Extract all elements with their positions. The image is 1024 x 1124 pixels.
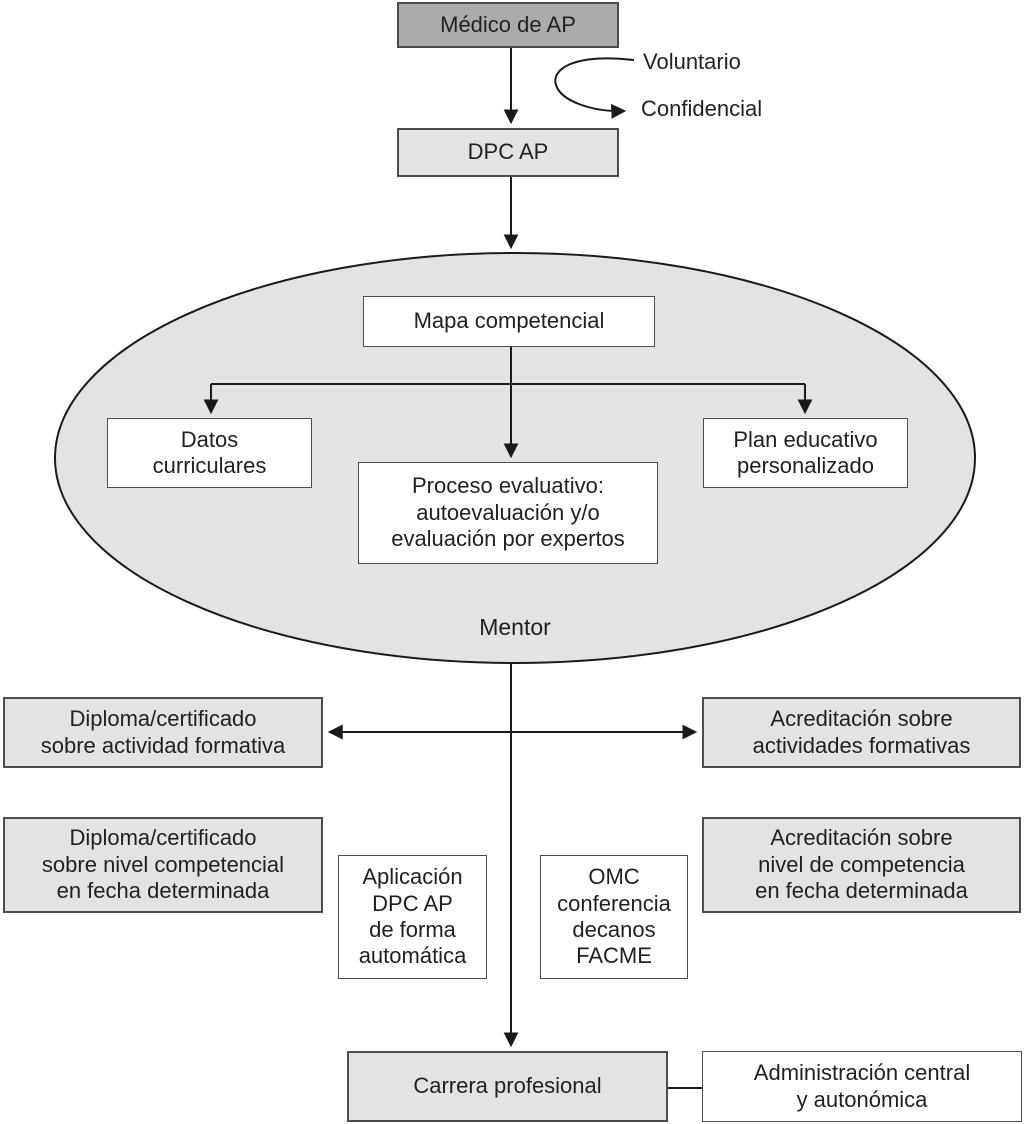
node-administracion: Administración central y autonómica xyxy=(702,1051,1022,1122)
node-omc-facme: OMC conferencia decanos FACME xyxy=(540,855,688,979)
arrow-voluntario-confidencial-curve xyxy=(554,57,635,119)
node-diploma-nivel: Diploma/certificado sobre nivel competen… xyxy=(3,817,323,913)
node-plan-educativo: Plan educativo personalizado xyxy=(703,418,908,488)
node-proceso-evaluativo: Proceso evaluativo: autoevaluación y/o e… xyxy=(358,462,658,564)
node-carrera-profesional: Carrera profesional xyxy=(347,1051,668,1122)
node-datos-curriculares: Datos curriculares xyxy=(107,418,312,488)
voluntario-label: Voluntario xyxy=(643,49,741,74)
node-medico-de-ap: Médico de AP xyxy=(397,2,619,48)
node-aplicacion-dpc: Aplicación DPC AP de forma automática xyxy=(338,855,487,979)
node-dpc-ap: DPC AP xyxy=(397,128,619,177)
mentor-label: Mentor xyxy=(479,614,551,640)
node-acreditacion-nivel: Acreditación sobre nivel de competencia … xyxy=(702,817,1021,913)
node-diploma-actividad: Diploma/certificado sobre actividad form… xyxy=(3,697,323,768)
node-mapa-competencial: Mapa competencial xyxy=(363,296,655,347)
confidencial-label: Confidencial xyxy=(641,96,763,121)
node-acreditacion-actividades: Acreditación sobre actividades formativa… xyxy=(702,697,1021,768)
